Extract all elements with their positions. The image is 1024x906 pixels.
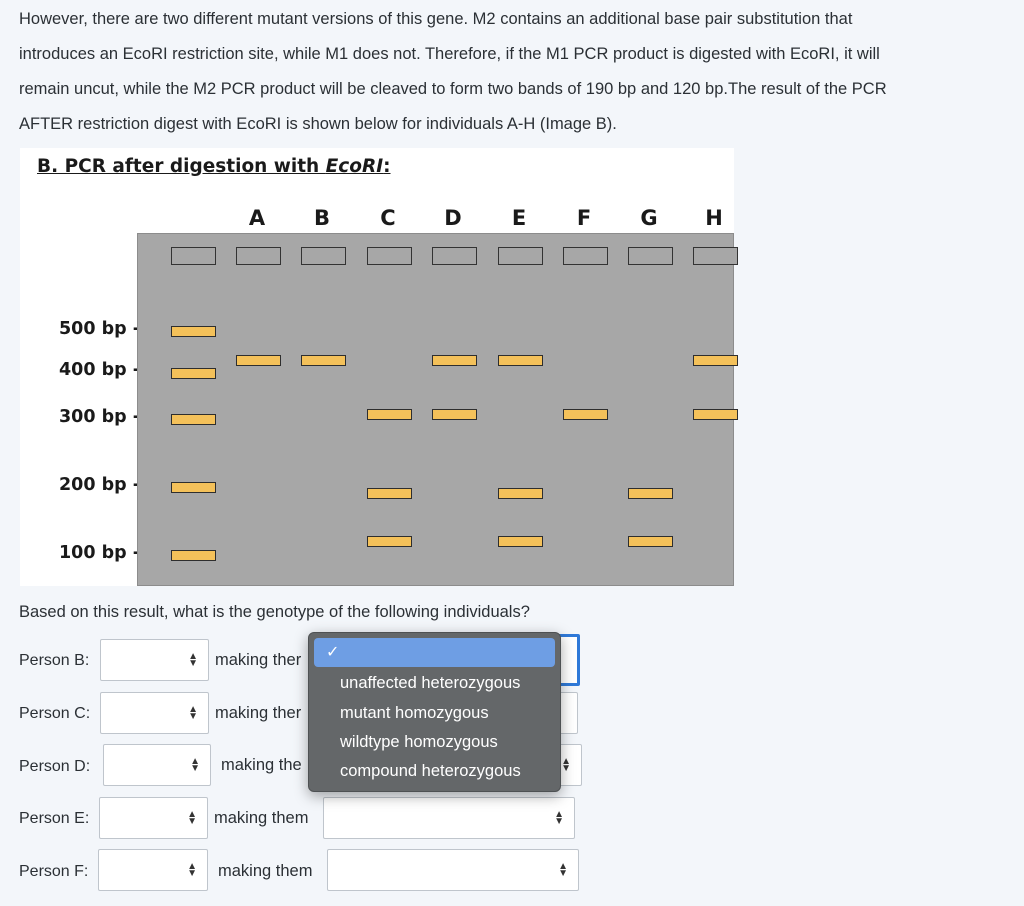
person-b-genotype-select[interactable]: ▲▼ xyxy=(100,639,209,681)
person-d-genotype-select[interactable]: ▲▼ xyxy=(103,744,211,786)
person-f-label: Person F: xyxy=(19,863,89,880)
check-icon: ✓ xyxy=(326,644,340,661)
select-arrows-icon: ▲▼ xyxy=(561,756,571,774)
ladder-label-100: 100 bp - xyxy=(59,543,141,563)
select-arrows-icon: ▲▼ xyxy=(187,861,197,879)
select-arrows-icon: ▲▼ xyxy=(188,651,198,669)
gel-band xyxy=(170,325,216,337)
dropdown-option-wildtype-homozygous[interactable]: wildtype homozygous xyxy=(340,733,498,751)
gel-band xyxy=(627,535,673,547)
select-arrows-icon: ▲▼ xyxy=(554,809,564,827)
question-text: Based on this result, what is the genoty… xyxy=(19,603,530,621)
person-c-phrase: making ther xyxy=(215,704,302,722)
well-d xyxy=(431,247,477,265)
gel-band xyxy=(235,354,281,366)
well-e xyxy=(497,247,543,265)
person-d-label: Person D: xyxy=(19,758,91,775)
gel-band xyxy=(692,354,738,366)
person-f-genotype-select[interactable]: ▲▼ xyxy=(98,849,208,891)
paragraph-line: remain uncut, while the M2 PCR product w… xyxy=(19,80,887,98)
gel-band xyxy=(170,549,216,561)
intro-paragraph: However, there are two different mutant … xyxy=(19,2,1009,142)
lane-label-g: G xyxy=(640,206,658,230)
lane-label-e: E xyxy=(511,206,527,230)
lane-label-b: B xyxy=(313,206,331,230)
lane-label-h: H xyxy=(705,206,723,230)
person-e-second-select[interactable]: ▲▼ xyxy=(323,797,575,839)
gel-band xyxy=(497,354,543,366)
dropdown-option-compound-heterozygous[interactable]: compound heterozygous xyxy=(340,762,521,780)
select-arrows-icon: ▲▼ xyxy=(558,861,568,879)
gel-band xyxy=(300,354,346,366)
gel-band xyxy=(366,408,412,420)
well-c xyxy=(366,247,412,265)
lane-label-a: A xyxy=(248,206,266,230)
dropdown-option-unaffected-heterozygous[interactable]: unaffected heterozygous xyxy=(340,674,521,692)
person-e-label: Person E: xyxy=(19,810,90,827)
gel-figure: B. PCR after digestion with EcoRI: A B C D E… xyxy=(20,148,738,586)
well-g xyxy=(627,247,673,265)
select-arrows-icon: ▲▼ xyxy=(187,809,197,827)
figure-title: B. PCR after digestion with EcoRI: xyxy=(37,156,391,177)
select-arrows-icon: ▲▼ xyxy=(190,756,200,774)
gel-band xyxy=(497,488,543,500)
person-e-genotype-select[interactable]: ▲▼ xyxy=(99,797,208,839)
ladder-label-500: 500 bp - xyxy=(59,319,141,339)
person-b-phrase: making ther xyxy=(215,651,302,669)
genotype-dropdown-menu[interactable]: ✓ unaffected heterozygous mutant homozyg… xyxy=(308,632,561,792)
gel-band xyxy=(497,535,543,547)
well-h xyxy=(692,247,738,265)
person-e-phrase: making them xyxy=(214,809,309,827)
dropdown-option-mutant-homozygous[interactable]: mutant homozygous xyxy=(340,704,489,722)
ladder-label-300: 300 bp - xyxy=(59,407,141,427)
lane-label-d: D xyxy=(444,206,462,230)
person-c-label: Person C: xyxy=(19,705,91,722)
gel-band xyxy=(366,488,412,500)
gel-band xyxy=(170,367,216,379)
gel-band xyxy=(431,354,477,366)
lane-label-f: F xyxy=(576,206,592,230)
ladder-label-400: 400 bp - xyxy=(59,360,141,380)
select-arrows-icon: ▲▼ xyxy=(188,704,198,722)
gel-band xyxy=(170,413,216,425)
ladder-label-200: 200 bp - xyxy=(59,475,141,495)
person-f-second-select[interactable]: ▲▼ xyxy=(327,849,579,891)
well-b xyxy=(300,247,346,265)
person-b-label: Person B: xyxy=(19,652,90,669)
person-c-genotype-select[interactable]: ▲▼ xyxy=(100,692,209,734)
lane-label-c: C xyxy=(380,206,396,230)
gel-band xyxy=(562,408,608,420)
well-ladder xyxy=(170,247,216,265)
gel-band xyxy=(692,408,738,420)
well-f xyxy=(562,247,608,265)
gel-band xyxy=(170,481,216,493)
paragraph-line: However, there are two different mutant … xyxy=(19,10,853,28)
paragraph-line: AFTER restriction digest with EcoRI is s… xyxy=(19,115,617,133)
well-a xyxy=(235,247,281,265)
person-d-phrase: making the xyxy=(221,756,302,774)
dropdown-blank-option[interactable]: ✓ xyxy=(314,638,555,667)
gel-band xyxy=(431,408,477,420)
paragraph-line: introduces an EcoRI restriction site, wh… xyxy=(19,45,880,63)
gel-band xyxy=(366,535,412,547)
person-f-phrase: making them xyxy=(218,862,313,880)
gel-band xyxy=(627,488,673,500)
gel-image xyxy=(137,233,738,586)
